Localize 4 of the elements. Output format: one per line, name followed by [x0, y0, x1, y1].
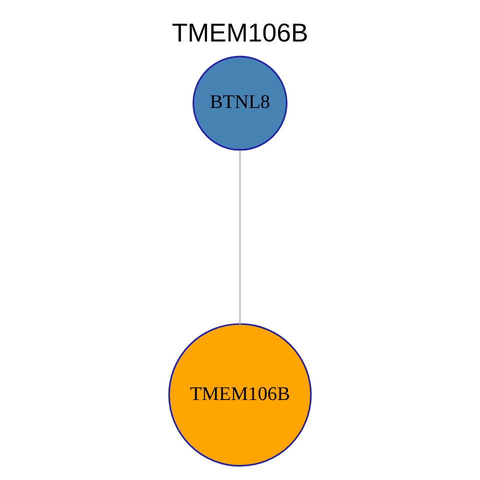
connector	[239, 150, 241, 324]
node-circle: BTNL8	[192, 56, 288, 151]
node-circle: TMEM106B	[168, 323, 312, 467]
diagram-title: TMEM106B	[172, 20, 308, 48]
